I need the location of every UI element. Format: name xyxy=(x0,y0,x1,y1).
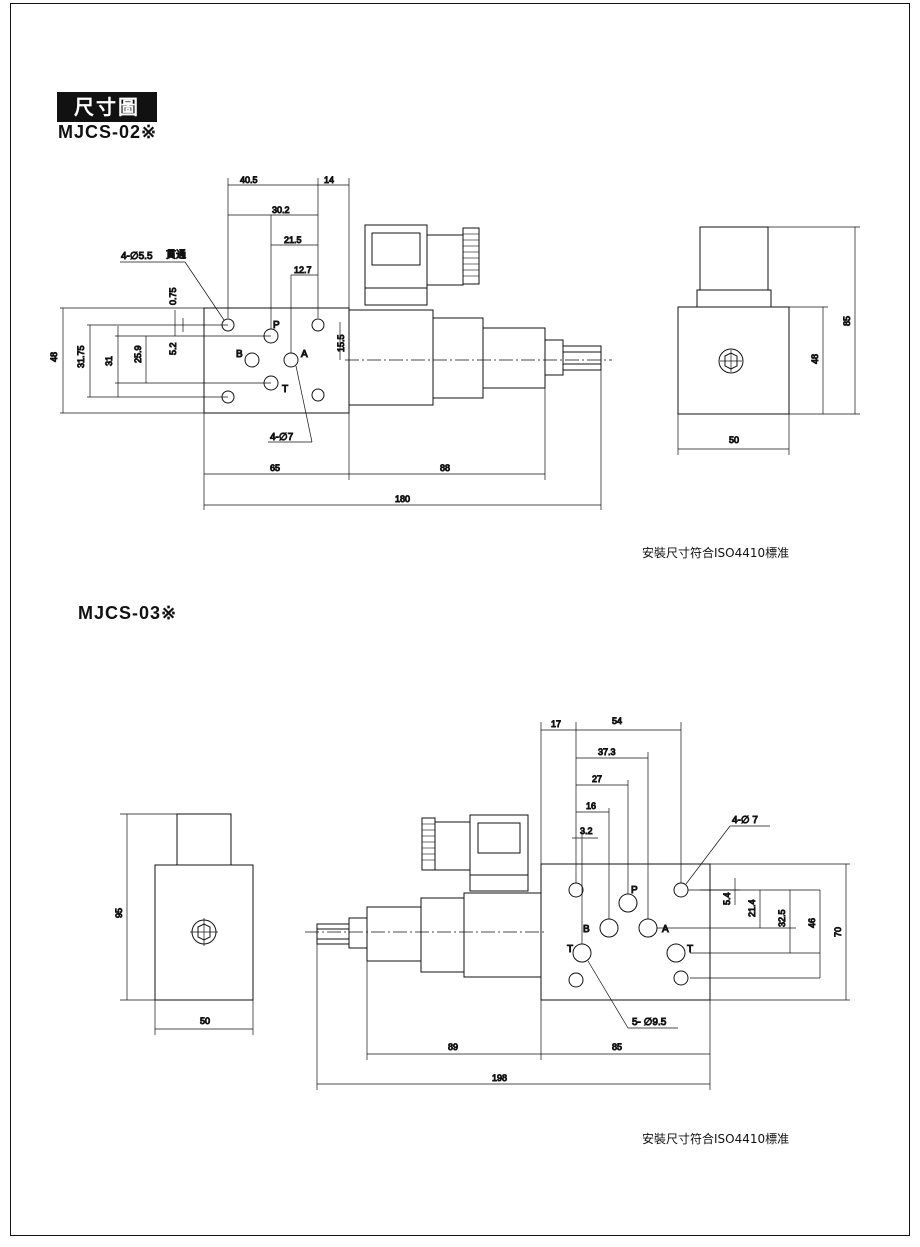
dim-12-7: 12.7 xyxy=(294,265,312,275)
dim-30-2: 30.2 xyxy=(272,205,290,215)
mjcs03-connector-cap xyxy=(434,821,471,871)
mjcs03-port-t1 xyxy=(572,943,592,963)
mjcs02-side-coil xyxy=(699,226,769,291)
mjcs02-connector-window xyxy=(371,232,421,266)
mjcs02-port-b xyxy=(244,352,260,368)
dim-65: 65 xyxy=(270,463,280,473)
mjcs03-side-view: 95 50 xyxy=(114,813,254,1035)
mjcs03-port-t2 xyxy=(666,943,686,963)
mjcs03-mount-hole xyxy=(673,882,689,898)
mjcs02-side-hex-plug xyxy=(718,348,744,374)
dim03-5-4: 5.4 xyxy=(722,892,732,905)
mjcs03-port-a xyxy=(638,918,658,938)
callout-port-holes: 4-∅7 xyxy=(270,432,294,443)
mjcs03-manual-override xyxy=(348,917,368,949)
port03-label-a: A xyxy=(662,924,669,935)
dim-180: 180 xyxy=(395,494,410,504)
dim03-37-3: 37.3 xyxy=(598,747,616,757)
iso-note-02: 安裝尺寸符合ISO4410標准 xyxy=(642,546,790,560)
dim-25-9: 25.9 xyxy=(133,345,143,363)
mjcs02-manual-override xyxy=(544,339,564,376)
side03-dim-50: 50 xyxy=(200,1016,210,1026)
port03-label-t2: T xyxy=(687,944,693,955)
mjcs02-port-a xyxy=(283,352,299,368)
dim03-198: 198 xyxy=(492,1073,507,1083)
dim03-70: 70 xyxy=(833,927,843,937)
port-label-t: T xyxy=(282,384,288,395)
dim-0-75: 0.75 xyxy=(168,287,178,305)
port03-label-t1: T xyxy=(567,944,573,955)
mjcs03-mount-hole xyxy=(673,970,689,986)
dim03-89: 89 xyxy=(448,1042,458,1052)
iso-note-03: 安裝尺寸符合ISO4410標准 xyxy=(642,1132,790,1146)
side-dim-48: 48 xyxy=(810,354,820,364)
dim-48: 48 xyxy=(49,352,59,362)
port-label-a: A xyxy=(301,349,308,360)
dim03-21-4: 21.4 xyxy=(747,899,757,917)
mjcs03-side-coil xyxy=(176,813,232,866)
port03-label-p: P xyxy=(631,885,638,896)
side03-dim-95: 95 xyxy=(114,908,124,918)
dim03-32-5: 32.5 xyxy=(777,909,787,927)
dim03-17: 17 xyxy=(551,719,561,729)
callout-through: 貫通 xyxy=(166,249,186,261)
section-title: 尺寸圖 xyxy=(57,92,157,122)
dim-40-5: 40.5 xyxy=(240,175,258,185)
mjcs03-port-p xyxy=(618,893,638,913)
mjcs02-solenoid-body xyxy=(348,309,434,406)
mjcs02-connector-gland xyxy=(462,227,480,285)
port-label-b: B xyxy=(236,349,243,360)
mjcs02-pin xyxy=(562,345,602,371)
dim03-16: 16 xyxy=(586,801,596,811)
dim-31: 31 xyxy=(104,356,114,366)
mjcs02-side-view: 48 85 50 xyxy=(677,226,860,455)
callout03-mount-holes: 4-∅ 7 xyxy=(732,815,758,826)
dim03-27: 27 xyxy=(592,774,602,784)
dim-5-2: 5.2 xyxy=(168,342,178,355)
mjcs02-side-collar xyxy=(696,289,772,308)
mjcs03-connector-window xyxy=(477,822,521,854)
dim-88: 88 xyxy=(440,463,450,473)
dim03-85: 85 xyxy=(612,1042,622,1052)
mjcs03-port-b xyxy=(599,918,619,938)
mjcs03-solenoid-nut xyxy=(420,897,465,973)
dim-14: 14 xyxy=(324,175,334,185)
model-label-mjcs-02: MJCS-02※ xyxy=(58,122,158,142)
mjcs03-mount-hole xyxy=(568,882,584,898)
side-dim-50: 50 xyxy=(729,435,739,445)
dim03-46: 46 xyxy=(807,918,817,928)
mjcs03-solenoid-body xyxy=(463,892,542,978)
port-label-p: P xyxy=(273,320,280,331)
dim03-54: 54 xyxy=(612,716,622,726)
dim-15-5: 15.5 xyxy=(336,334,346,352)
mjcs02-front-view: 40.5 14 30.2 21.5 12.7 48 31.75 31 25.9 … xyxy=(49,175,612,510)
dim-21-5: 21.5 xyxy=(284,235,302,245)
mjcs02-solenoid-nut xyxy=(432,317,484,399)
mjcs03-mount-hole xyxy=(568,972,584,988)
port03-label-b: B xyxy=(583,924,590,935)
mjcs02-connector-cap xyxy=(426,234,464,286)
page-frame xyxy=(10,3,910,1236)
mjcs02-solenoid-tube xyxy=(482,327,546,389)
mjcs03-pin xyxy=(316,923,350,945)
mjcs02-mount-hole xyxy=(311,318,325,332)
dim-31-75: 31.75 xyxy=(76,345,86,368)
mjcs03-connector-gland xyxy=(421,817,436,871)
mjcs02-side-block xyxy=(677,306,790,415)
model-label-mjcs-03: MJCS-03※ xyxy=(78,603,178,623)
callout-mount-holes: 4-∅5.5 xyxy=(121,251,153,262)
side-dim-85: 85 xyxy=(842,316,852,326)
callout03-port-holes: 5- ∅9.5 xyxy=(632,1017,667,1028)
mjcs03-solenoid-tube xyxy=(366,906,422,962)
mjcs03-front-view: 17 54 37.3 27 16 3.2 5.4 21.4 32.5 46 70 xyxy=(305,716,850,1090)
mjcs02-mount-hole xyxy=(311,388,325,402)
dim03-3-2: 3.2 xyxy=(580,826,593,836)
